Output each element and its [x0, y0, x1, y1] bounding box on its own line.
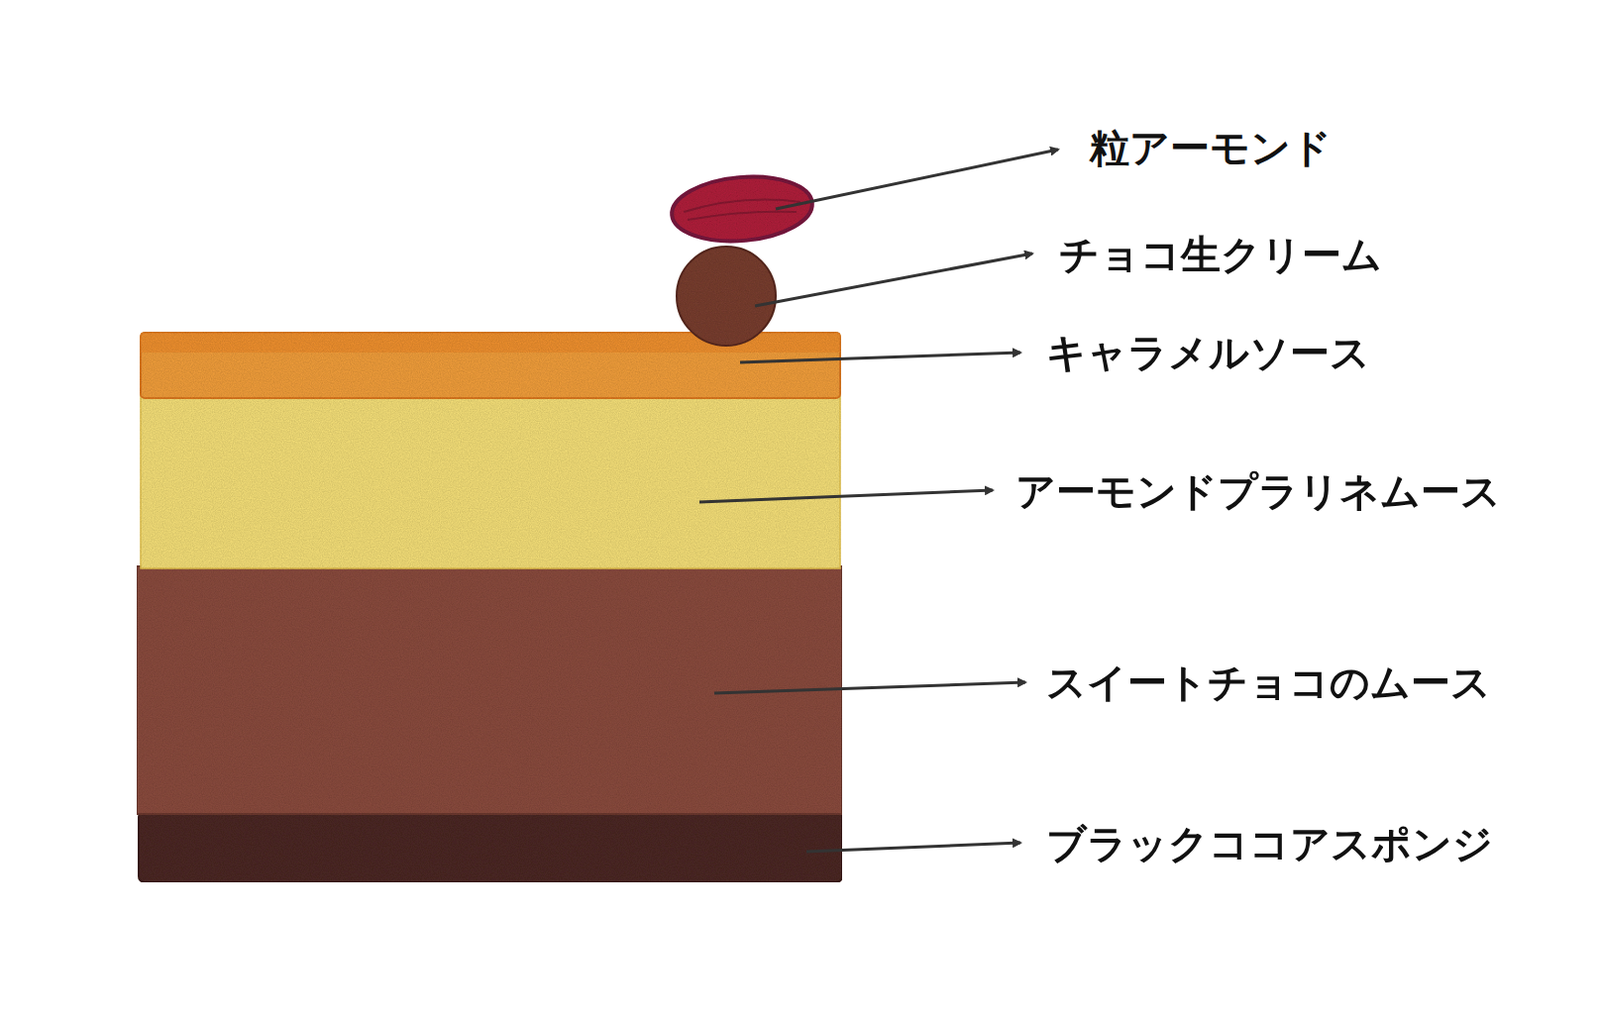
almond — [668, 171, 815, 247]
part-label: ブラックココアスポンジ — [1046, 820, 1494, 868]
part-label: 粒アーモンド — [1089, 123, 1332, 172]
leader-line — [740, 352, 1021, 363]
part-label: チョコ生クリーム — [1059, 230, 1383, 279]
leader-line — [806, 843, 1021, 853]
praline-mousse-layer — [140, 396, 841, 569]
sponge-layer — [138, 811, 843, 883]
almond-grain — [683, 200, 801, 220]
leader-line — [699, 490, 993, 503]
leader-line — [775, 149, 1059, 210]
chocolate-cream-ball — [676, 246, 776, 346]
choco-mousse-layer — [136, 566, 843, 815]
part-label: アーモンドプラリネムース — [1015, 467, 1501, 516]
part-label: スイートチョコのムース — [1046, 658, 1492, 707]
leader-line — [714, 682, 1026, 694]
part-label: キャラメルソース — [1046, 328, 1371, 377]
leader-line — [754, 253, 1033, 307]
